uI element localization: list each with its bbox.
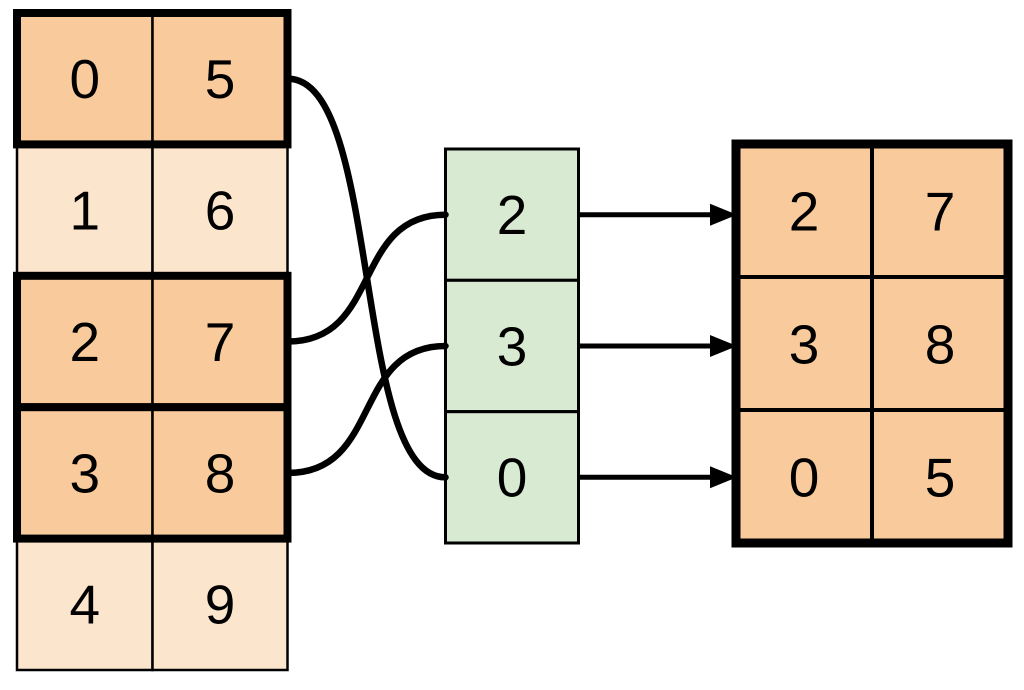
result-cell-value: 8 bbox=[925, 314, 956, 376]
source-cell-value: 3 bbox=[70, 442, 101, 504]
result-cell-value: 7 bbox=[925, 181, 956, 243]
result-cell-r2c1 bbox=[870, 408, 1010, 545]
source-cell-value: 1 bbox=[70, 180, 101, 242]
source-cell-value: 6 bbox=[205, 180, 236, 242]
arrow-index0-to-result-row0 bbox=[578, 203, 737, 226]
index-cell-value: 0 bbox=[497, 447, 528, 509]
source-cell-value: 7 bbox=[205, 311, 236, 373]
source-cell-value: 9 bbox=[205, 574, 236, 636]
connector-curves bbox=[284, 75, 449, 481]
arrow-index2-to-result-row2 bbox=[578, 466, 737, 489]
arrow-head-icon bbox=[710, 466, 737, 489]
source-cell-r1c1 bbox=[151, 143, 289, 278]
arrow-head-icon bbox=[710, 203, 737, 226]
source-table: 1 6 4 9 0 5 2 7 bbox=[13, 9, 292, 672]
arrow-index1-to-result-row1 bbox=[578, 335, 737, 357]
source-cell-r0c1 bbox=[151, 11, 289, 146]
result-table: 2 7 3 8 0 5 bbox=[731, 139, 1013, 548]
source-cell-r2c1 bbox=[151, 274, 289, 409]
result-table-outline bbox=[731, 139, 1013, 548]
source-cell-value: 5 bbox=[205, 48, 236, 110]
index-cell-1 bbox=[444, 278, 580, 414]
source-cell-value: 2 bbox=[70, 311, 101, 373]
connector-curve-row2-to-index2 bbox=[284, 211, 449, 345]
source-table-row-1: 1 6 bbox=[15, 143, 289, 278]
result-cell-value: 2 bbox=[789, 181, 820, 243]
arrow-head-icon bbox=[710, 335, 737, 357]
index-cell-2 bbox=[444, 410, 580, 545]
connector-curve-row3-to-index3 bbox=[284, 342, 449, 477]
source-table-row-2-highlighted: 2 7 bbox=[13, 271, 292, 412]
result-cell-r2c0 bbox=[734, 408, 874, 545]
source-cell-r1c0 bbox=[15, 143, 154, 278]
result-cell-value: 0 bbox=[789, 447, 820, 509]
result-cell-value: 5 bbox=[925, 447, 956, 509]
source-cell-value: 0 bbox=[70, 48, 101, 110]
result-cell-value: 3 bbox=[789, 314, 820, 376]
source-table-row-4: 4 9 bbox=[15, 537, 289, 672]
source-cell-value: 8 bbox=[205, 442, 236, 504]
result-arrows bbox=[578, 203, 737, 489]
index-cell-value: 2 bbox=[497, 184, 528, 246]
source-table-row-3-highlighted: 3 8 bbox=[13, 403, 292, 543]
source-cell-value: 4 bbox=[70, 574, 101, 636]
index-column: 2 3 0 bbox=[444, 147, 580, 545]
source-table-row-0-highlighted: 0 5 bbox=[13, 9, 292, 149]
index-cell-value: 3 bbox=[497, 315, 528, 377]
source-cell-r4c1 bbox=[151, 537, 289, 672]
